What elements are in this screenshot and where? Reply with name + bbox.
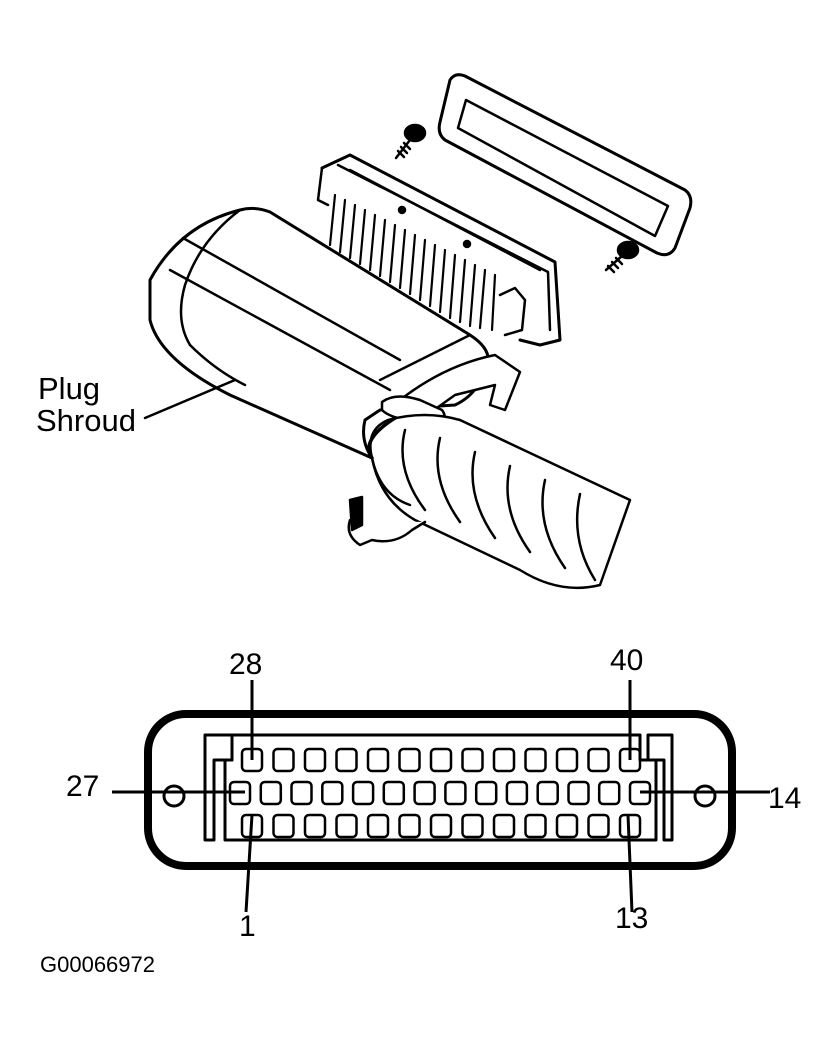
pin-cavity: [587, 813, 610, 839]
pin-cavity: [272, 747, 295, 773]
pin-cavity: [536, 780, 559, 806]
pin-cavity: [335, 747, 358, 773]
pin-cavity: [555, 747, 579, 773]
pin-leaders: [112, 680, 770, 913]
pin-cavity: [429, 747, 453, 773]
pin-cavity: [259, 780, 283, 806]
pin-cavity: [492, 747, 516, 773]
pin-grid: [228, 747, 652, 839]
plug-label: Plug: [38, 371, 101, 406]
pin-cavity: [461, 813, 484, 839]
figure-id: G00066972: [40, 952, 155, 977]
pin-label-14: 14: [768, 782, 802, 815]
leader-13: [626, 814, 634, 913]
shroud-label: Shroud: [36, 403, 136, 438]
pin-label-1: 1: [239, 910, 256, 943]
pin-cavity: [492, 813, 516, 839]
plug-shroud: [148, 206, 522, 460]
pin-cavity: [351, 780, 375, 806]
pin-cavity: [505, 780, 529, 806]
pin-cavity: [461, 747, 484, 773]
pin-label-28: 28: [229, 648, 263, 681]
pin-cavity: [382, 780, 406, 806]
pin-label-13: 13: [615, 902, 649, 935]
pin-cavity: [366, 813, 390, 839]
connector-module: [316, 153, 562, 347]
pin-cavity: [555, 813, 579, 839]
pin-cavity: [321, 780, 344, 806]
pin-cavity: [335, 813, 358, 839]
pin-cavity: [429, 813, 453, 839]
screw-bottom: [604, 240, 640, 274]
pin-cavity: [587, 747, 610, 773]
pin-cavity: [272, 813, 295, 839]
pin-cavity: [567, 780, 590, 806]
gasket: [437, 73, 693, 257]
pin-cavity: [366, 747, 390, 773]
pin-cavity: [524, 813, 547, 839]
pin-cavity: [444, 780, 467, 806]
screw-top: [394, 123, 427, 160]
callout-leader: [143, 378, 237, 420]
pin-label-27: 27: [66, 770, 100, 803]
pin-cavity: [597, 780, 621, 806]
pin-label-40: 40: [610, 644, 644, 677]
pin-cavity: [474, 780, 498, 806]
leader-1: [244, 814, 254, 913]
pin-cavity: [303, 813, 327, 839]
connector-face: [144, 710, 736, 870]
pin-cavity: [303, 747, 327, 773]
pin-cavity: [398, 813, 421, 839]
pin-cavity: [398, 747, 421, 773]
pin-cavity: [413, 780, 436, 806]
wiring-conduit: [347, 413, 632, 590]
pin-cavity: [290, 780, 313, 806]
pin-cavity: [524, 747, 547, 773]
